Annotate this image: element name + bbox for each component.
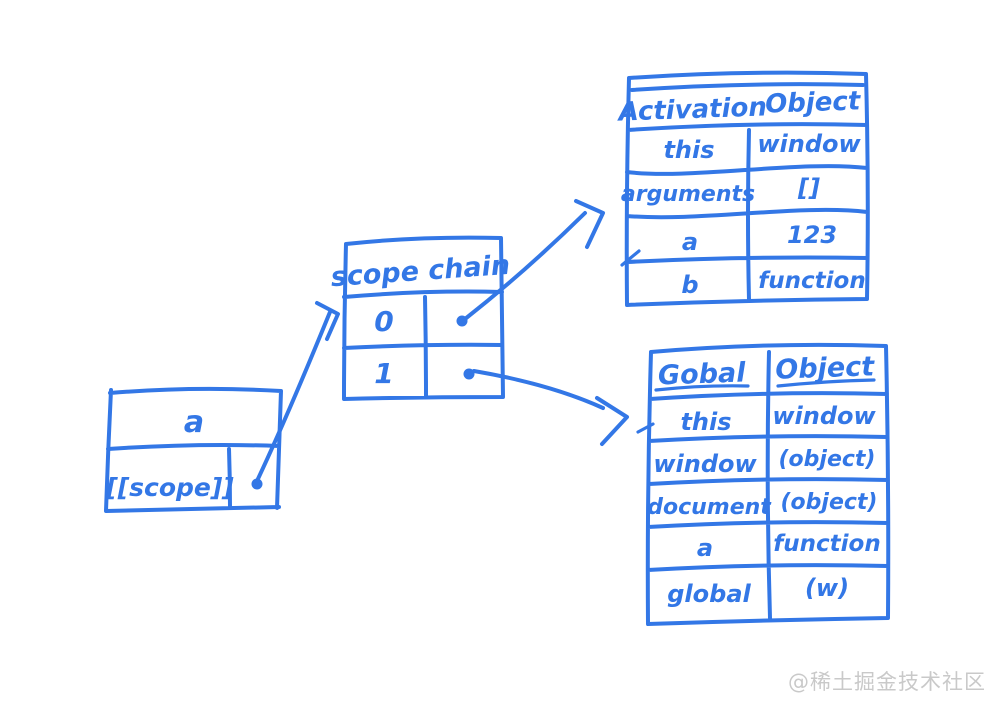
activation-row-0-key: this [663, 136, 714, 164]
global-object-border [645, 342, 891, 626]
global-object-title-underline [654, 378, 876, 392]
activation-row-1-key: arguments [621, 182, 755, 207]
box-a: a [[scope]] [104, 386, 283, 513]
activation-object-title-word-0: Activation [616, 92, 767, 127]
box-a-border [104, 386, 283, 513]
global-row-3-value: function [773, 531, 880, 557]
global-row-1-key: window [653, 450, 757, 478]
global-object-table: Gobal Object this window window (object)… [645, 342, 891, 626]
global-row-3-key: a [697, 534, 713, 562]
box-a-pointer-dot [251, 478, 263, 490]
scope-chain-border [342, 235, 505, 401]
activation-row-3-value: function [758, 268, 865, 294]
activation-row-3-key: b [681, 271, 698, 299]
arrow-boxa-to-scopechain [255, 301, 340, 483]
global-row-0-value: window [772, 402, 876, 430]
global-row-2-value: (object) [781, 490, 878, 515]
global-row-2-key: document [647, 495, 772, 520]
activation-row-1-value: [] [797, 174, 820, 202]
scope-chain-table: scope chain 0 1 [330, 235, 511, 401]
activation-object-table: Activation Object this window arguments … [616, 70, 870, 307]
global-row-1-value: (object) [779, 447, 876, 472]
scope-chain-pointer-dot-1 [463, 368, 475, 380]
activation-row-2-key: a [682, 228, 698, 256]
global-row-4-key: global [667, 580, 751, 608]
arrow-scopechain1-to-global [472, 369, 629, 446]
global-object-title-word-0: Gobal [657, 357, 746, 391]
arrow-scopechain0-to-activation [463, 199, 605, 321]
scope-chain-title: scope chain [330, 250, 511, 293]
global-row-0-key: this [680, 408, 731, 436]
activation-object-title-word-1: Object [765, 86, 863, 119]
stray-tick-marks [620, 249, 655, 434]
scope-chain-index-1: 1 [374, 357, 393, 390]
global-object-title-word-1: Object [775, 351, 876, 385]
activation-object-border [624, 70, 870, 307]
activation-row-0-value: window [757, 130, 861, 158]
activation-row-2-value: 123 [787, 221, 837, 249]
box-a-scope-label: [[scope]] [105, 473, 234, 502]
box-a-name-label: a [184, 405, 204, 440]
global-row-4-value: (w) [805, 574, 849, 602]
watermark: @稀土掘金技术社区 [788, 670, 986, 694]
scope-chain-index-0: 0 [374, 305, 393, 338]
